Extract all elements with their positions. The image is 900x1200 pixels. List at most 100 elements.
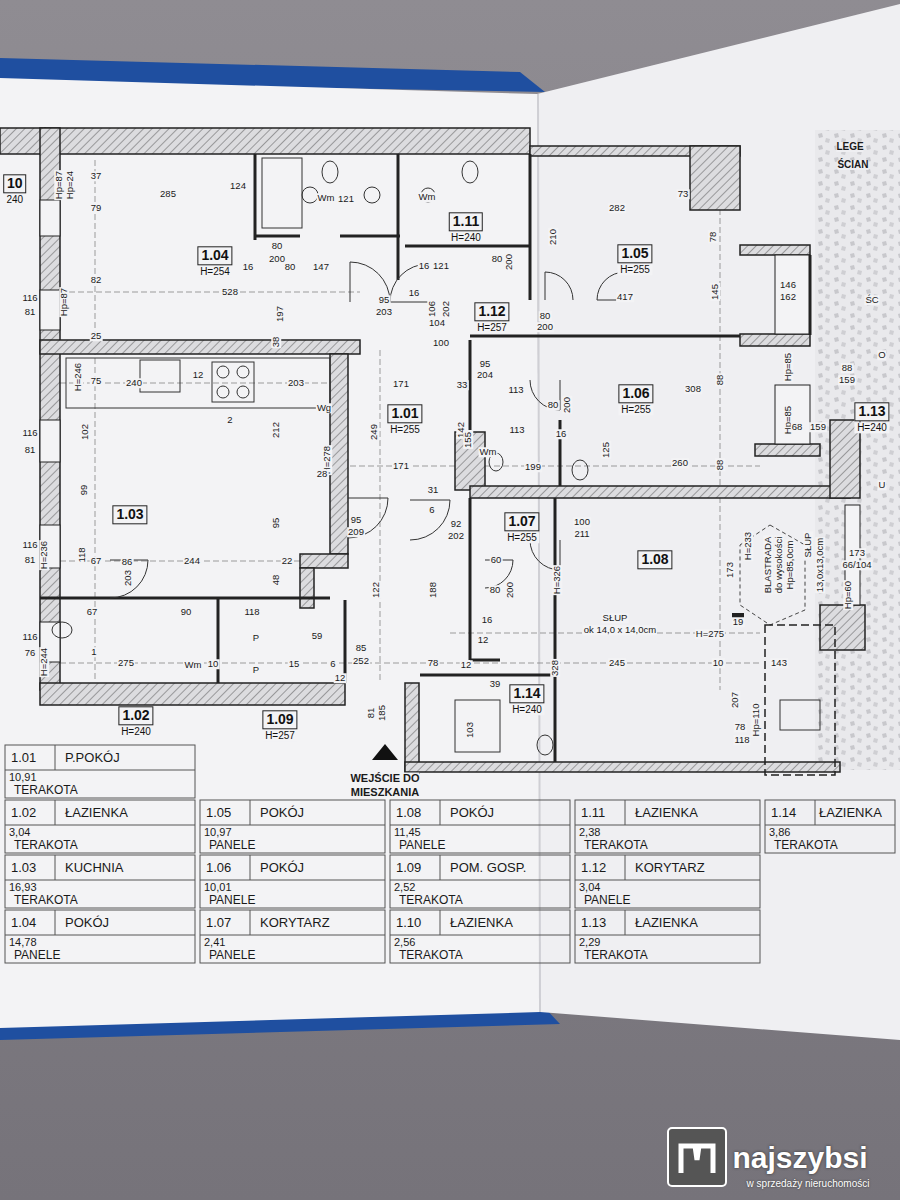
dimension-label: BLASTRADA — [763, 536, 773, 595]
table-rule — [200, 935, 385, 936]
wall — [330, 354, 348, 554]
room-height: H=257 — [262, 731, 297, 742]
fixture-symbol — [212, 362, 254, 402]
dimension-label: 2 — [226, 415, 233, 425]
room-height: H=240 — [118, 727, 153, 738]
table-rule — [440, 800, 441, 825]
dimension-label: 143 — [770, 658, 788, 668]
dimension-label: 209 — [347, 527, 365, 537]
room-number: 1.14 — [509, 684, 544, 703]
room-number: 1.03 — [112, 505, 147, 524]
room-height: H=254 — [197, 267, 232, 278]
room-number: 1.11 — [449, 212, 483, 231]
dimension-label: 260 — [671, 458, 689, 468]
toilet-symbol — [537, 735, 553, 755]
dimension-label: do wysokości — [774, 536, 784, 595]
table-rule — [55, 745, 56, 770]
wall — [45, 128, 530, 154]
dimension-label: 10 — [712, 658, 725, 668]
finish-cell: TERAKOTA — [774, 839, 838, 851]
dimension-label: H=326 — [552, 565, 562, 595]
dimension-label: 86 — [121, 557, 134, 567]
room-height: H=255 — [504, 533, 539, 544]
dimension-label: 67 — [86, 607, 99, 617]
door-swing — [545, 272, 573, 300]
dimension-label: 147 — [312, 262, 330, 272]
room-number-cell: 1.07 — [206, 916, 231, 929]
room-label: 10240 — [3, 174, 27, 205]
wall — [40, 683, 345, 705]
dimension-line — [350, 466, 760, 467]
table-rule — [575, 825, 760, 826]
dimension-label: 39 — [489, 679, 502, 689]
dimension-label: 80 — [489, 585, 502, 595]
dimension-label: ok 14,0 x 14,0cm — [583, 625, 657, 635]
room-number: 1.01 — [387, 404, 422, 423]
room-label: 1.07H=255 — [504, 512, 539, 543]
dimension-label: 1 — [90, 647, 97, 657]
partition-wall — [469, 498, 472, 660]
fixture-symbol — [364, 187, 380, 203]
partition-wall — [217, 598, 220, 683]
logo-icon — [668, 1128, 726, 1186]
dimension-label: 113 — [508, 425, 525, 435]
dimension-label: 173 — [848, 548, 866, 558]
table-rule — [250, 910, 251, 935]
room-number: 1.04 — [197, 246, 232, 265]
dimension-label: 188 — [428, 581, 438, 599]
room-height: H=240 — [509, 705, 544, 716]
room-label: 1.04H=254 — [197, 246, 232, 277]
dimension-label: 202 — [447, 531, 465, 541]
dimension-label: 244 — [183, 556, 201, 566]
finish-cell: TERAKOTA — [14, 784, 78, 796]
dimension-label: 48 — [271, 574, 281, 587]
partition-wall — [420, 674, 555, 677]
table-rule — [390, 880, 570, 881]
dimension-label: 16 — [408, 288, 421, 298]
room-number-cell: 1.01 — [11, 751, 36, 764]
finish-cell: PANELE — [584, 894, 630, 906]
table-rule — [55, 855, 56, 880]
dimension-label: Wg — [316, 403, 332, 413]
entry-arrow — [372, 744, 398, 760]
room-label: 1.13H=240 — [854, 402, 889, 433]
room-height: H=255 — [387, 425, 422, 436]
dimension-label: 171 — [392, 461, 410, 471]
dimension-label: U — [878, 480, 887, 490]
partition-wall — [40, 597, 330, 600]
dimension-label: 88 — [841, 363, 854, 373]
fixture-symbol — [455, 700, 500, 752]
dimension-label: Hp=60 — [843, 580, 853, 610]
room-number: 1.08 — [637, 550, 672, 569]
wall — [740, 334, 810, 346]
dimension-label: 6 — [428, 505, 435, 515]
dimension-label: 171 — [392, 379, 410, 389]
table-rule — [5, 935, 195, 936]
fixture-symbol — [780, 700, 820, 730]
dimension-label: 200 — [536, 322, 554, 332]
wall — [300, 568, 314, 608]
room-name-cell: POKÓJ — [260, 806, 304, 819]
dimension-line — [380, 350, 381, 680]
window — [40, 290, 60, 330]
dimension-label: 145 — [710, 283, 720, 301]
dimension-label: 90 — [180, 607, 193, 617]
wall — [0, 128, 45, 154]
door-swing — [530, 380, 560, 410]
dimension-line — [95, 160, 96, 680]
finish-cell: PANELE — [14, 949, 60, 961]
legend-heading: ŚCIAN — [837, 160, 868, 170]
room-height: 240 — [3, 195, 27, 206]
dimension-label: 12 — [460, 660, 473, 670]
room-height: H=257 — [474, 323, 509, 334]
fixture-symbol — [140, 360, 180, 392]
dimension-label: 16 — [242, 262, 255, 272]
dimension-label: 121 — [432, 261, 450, 271]
wall — [820, 605, 865, 650]
dimension-label: 102 — [80, 423, 90, 441]
table-cell — [575, 800, 760, 853]
partition-wall — [344, 600, 347, 683]
partition-wall — [554, 690, 557, 762]
finish-cell: PANELE — [209, 839, 255, 851]
